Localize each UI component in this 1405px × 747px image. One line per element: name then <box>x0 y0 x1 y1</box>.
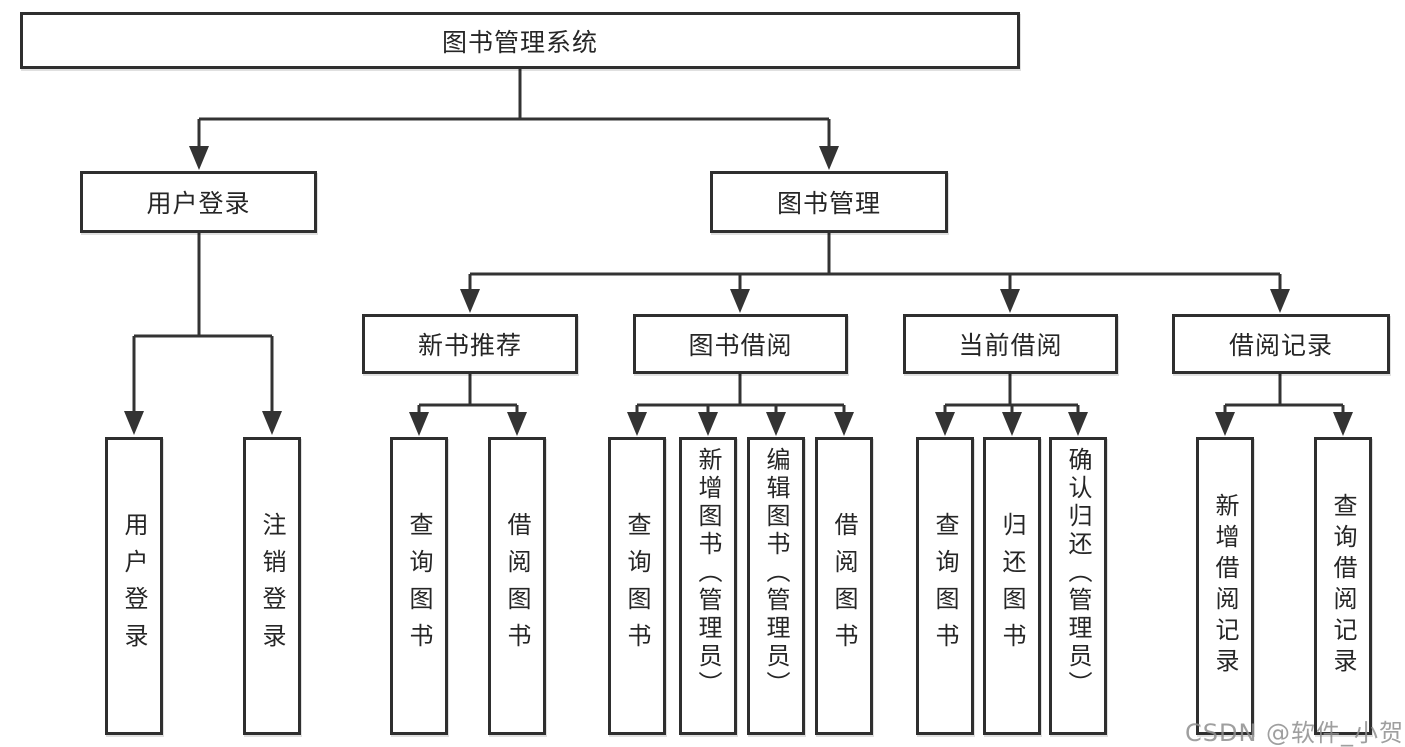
leaf-add-books-admin-label: 新增图书（管理员） <box>694 447 722 699</box>
leaf-confirm-return-admin: 确认归还（管理员） <box>1049 437 1107 735</box>
arrowheads <box>124 146 1353 436</box>
node-book-management-label: 图书管理 <box>776 189 881 218</box>
leaf-borrow-books-borrowing: 借阅图书 <box>815 437 873 735</box>
node-borrowing-records: 借阅记录 <box>1172 314 1390 374</box>
leaf-edit-books-admin: 编辑图书（管理员） <box>747 437 805 735</box>
connector-paths <box>132 69 1345 413</box>
node-borrowing-records-label: 借阅记录 <box>1228 331 1333 360</box>
node-book-management: 图书管理 <box>710 171 948 233</box>
node-book-borrowing-label: 图书借阅 <box>688 331 793 360</box>
node-book-borrowing: 图书借阅 <box>633 314 848 374</box>
leaf-query-borrow-record: 查询借阅记录 <box>1314 437 1372 735</box>
node-user-login-label: 用户登录 <box>146 189 251 218</box>
leaf-query-books-borrowing-label: 查询图书 <box>623 512 651 660</box>
node-new-book-recommend-label: 新书推荐 <box>417 331 522 360</box>
leaf-add-books-admin: 新增图书（管理员） <box>679 437 737 735</box>
node-root-system: 图书管理系统 <box>20 12 1020 69</box>
leaf-confirm-return-admin-label: 确认归还（管理员） <box>1064 447 1092 699</box>
node-current-borrowing-label: 当前借阅 <box>958 331 1063 360</box>
watermark-text: CSDN @软件_小贺同学 <box>1185 719 1405 747</box>
leaf-borrow-books-recommend-label: 借阅图书 <box>503 512 531 660</box>
leaf-query-borrow-record-label: 查询借阅记录 <box>1329 493 1357 679</box>
leaf-query-books-recommend: 查询图书 <box>390 437 448 735</box>
leaf-query-books-current: 查询图书 <box>916 437 974 735</box>
leaf-query-books-borrowing: 查询图书 <box>608 437 666 735</box>
node-new-book-recommend: 新书推荐 <box>362 314 578 374</box>
leaf-borrow-books-borrowing-label: 借阅图书 <box>830 512 858 660</box>
leaf-query-books-current-label: 查询图书 <box>931 512 959 660</box>
leaf-user-login-label: 用户登录 <box>120 512 148 660</box>
node-root-label: 图书管理系统 <box>441 27 598 57</box>
leaf-logout-label: 注销登录 <box>258 512 286 660</box>
node-user-login: 用户登录 <box>80 171 317 233</box>
leaf-logout: 注销登录 <box>243 437 301 735</box>
leaf-return-books-label: 归还图书 <box>998 512 1026 660</box>
node-current-borrowing: 当前借阅 <box>903 314 1118 374</box>
leaf-add-borrow-record-label: 新增借阅记录 <box>1211 493 1239 679</box>
leaf-borrow-books-recommend: 借阅图书 <box>488 437 546 735</box>
leaf-user-login: 用户登录 <box>105 437 163 735</box>
leaf-return-books: 归还图书 <box>983 437 1041 735</box>
leaf-query-books-recommend-label: 查询图书 <box>405 512 433 660</box>
leaf-add-borrow-record: 新增借阅记录 <box>1196 437 1254 735</box>
leaf-edit-books-admin-label: 编辑图书（管理员） <box>762 447 790 699</box>
